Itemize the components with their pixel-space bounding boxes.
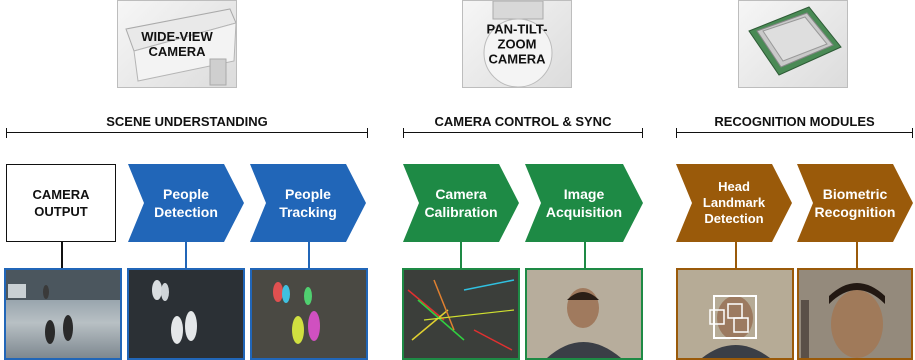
connector-line	[584, 242, 586, 268]
thumbnail-head-landmark-detection	[676, 268, 794, 360]
chevron-shape	[128, 164, 244, 242]
ptz-camera-label: PAN-TILT- ZOOM CAMERA	[486, 21, 548, 67]
connector-line	[460, 242, 462, 268]
connector-line	[185, 242, 187, 268]
thumbnail-image-acquisition	[525, 268, 643, 360]
ptz-dome-camera-icon	[483, 1, 553, 87]
calibration-vectors-image	[404, 270, 518, 358]
chevron-shape	[403, 164, 519, 242]
connector-line	[61, 242, 63, 268]
recognition-modules-label: RECOGNITION MODULES	[714, 114, 875, 129]
scene-understanding-label: SCENE UNDERSTANDING	[106, 114, 268, 129]
scene-understanding-bracket	[6, 128, 368, 138]
recognition-modules-bracket	[676, 128, 913, 138]
camera-control-sync-label: CAMERA CONTROL & SYNC	[434, 114, 612, 129]
tracking-colored-image	[252, 270, 366, 358]
camera-output-box: CAMERA OUTPUT	[6, 164, 116, 242]
connector-line	[735, 242, 737, 268]
wide-view-camera-image: WIDE-VIEW CAMERA	[117, 0, 237, 88]
chevron-shape	[676, 164, 792, 242]
outdoor-scene-image	[6, 270, 120, 344]
chevron-shape	[797, 164, 913, 242]
ptz-camera-image: PAN-TILT- ZOOM CAMERA	[462, 0, 572, 88]
thumbnail-people-tracking	[250, 268, 368, 360]
thumbnail-camera-output	[4, 268, 122, 360]
detection-mask-image	[129, 270, 243, 358]
surveillance-camera-icon	[125, 8, 236, 86]
processor-chip-image	[738, 0, 848, 88]
thumbnail-biometric-recognition	[797, 268, 913, 360]
thumbnail-camera-calibration	[402, 268, 520, 360]
biometric-face-image	[799, 270, 911, 358]
wide-view-camera-label: WIDE-VIEW CAMERA	[141, 29, 213, 59]
connector-line	[856, 242, 858, 268]
thumbnail-people-detection	[127, 268, 245, 360]
chevron-shape	[525, 164, 643, 242]
connector-line	[308, 242, 310, 268]
acquired-face-image	[527, 270, 641, 358]
chevron-shape	[250, 164, 366, 242]
camera-control-sync-bracket	[403, 128, 643, 138]
cpu-chip-icon	[748, 6, 842, 76]
landmark-boxes-image	[678, 270, 792, 358]
